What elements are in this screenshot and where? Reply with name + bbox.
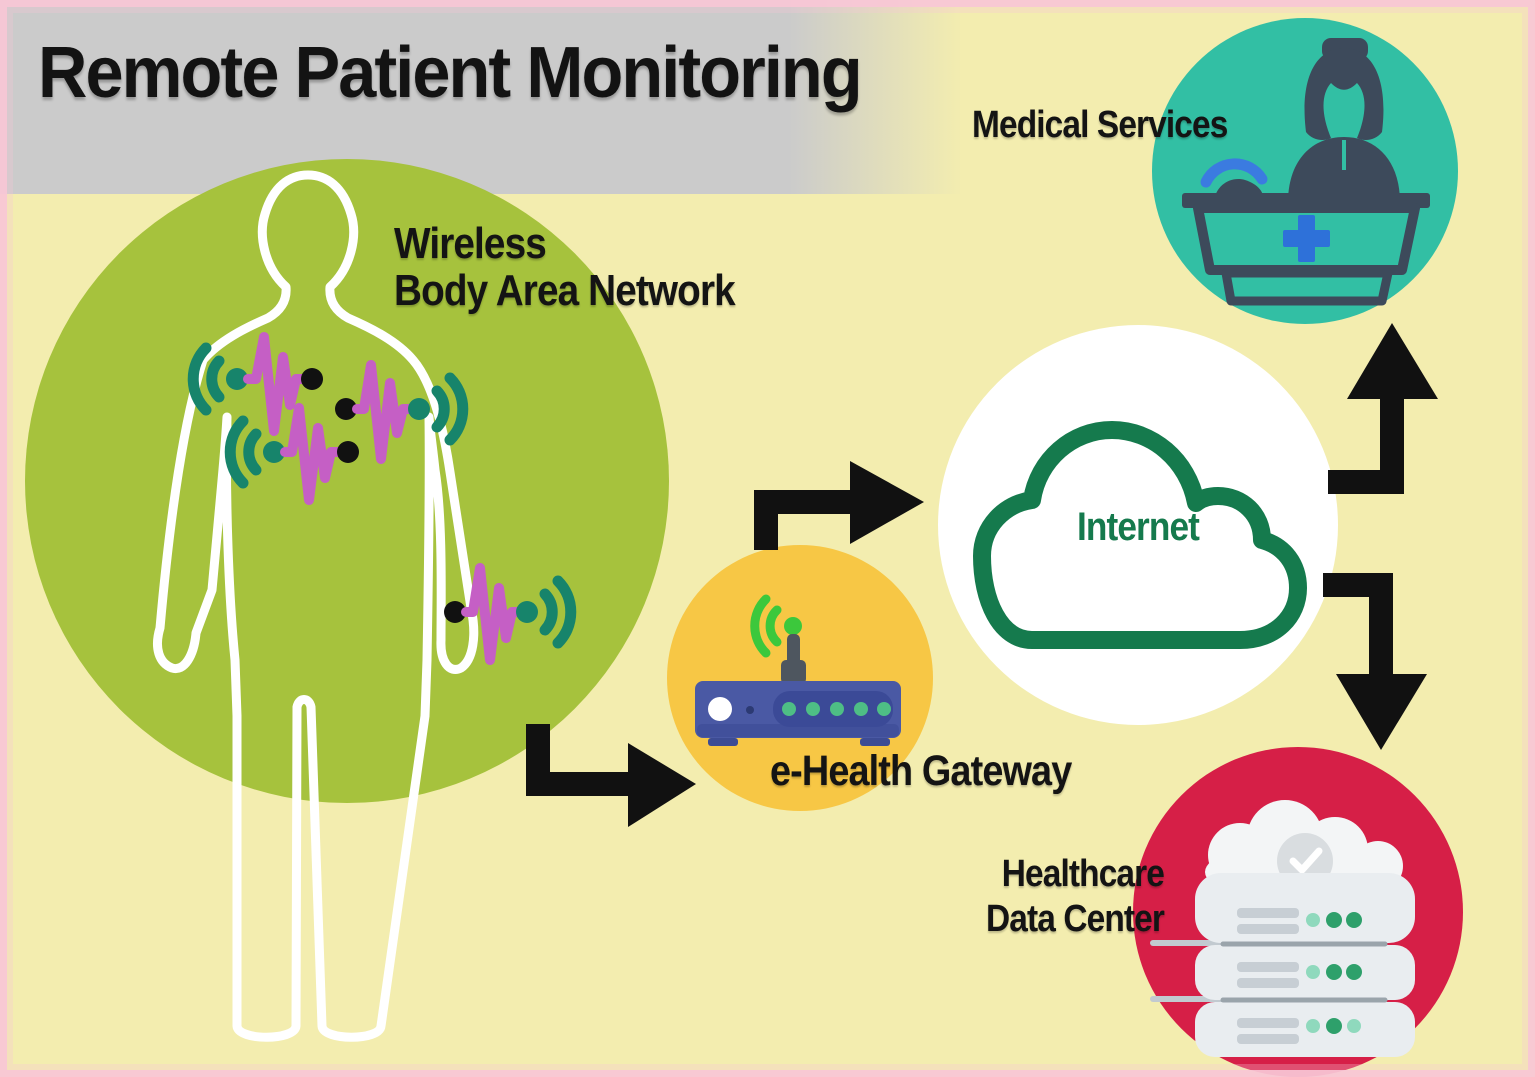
wban-label: Wireless Body Area Network [394, 219, 736, 316]
wban-label-line2: Body Area Network [394, 266, 736, 316]
internet-label: Internet [1076, 505, 1200, 549]
datacenter-label-line1: Healthcare [1001, 853, 1165, 895]
arrow-internet-to-medical [1328, 323, 1438, 494]
datacenter-circle [1133, 747, 1463, 1077]
datacenter-label-line2: Data Center [985, 897, 1165, 940]
title-banner [0, 0, 962, 194]
page-title: Remote Patient Monitoring [38, 33, 863, 113]
gateway-label: e-Health Gateway [770, 747, 1072, 795]
arrow-body-to-gateway [526, 724, 696, 827]
arrow-internet-to-datacenter [1323, 573, 1427, 750]
arrow-gateway-to-internet [754, 461, 924, 550]
medical-services-label: Medical Services [972, 104, 1228, 146]
wban-label-line1: Wireless [394, 219, 547, 268]
medical-services-circle [1152, 18, 1458, 324]
datacenter-label: Healthcare Data Center [932, 852, 1165, 942]
